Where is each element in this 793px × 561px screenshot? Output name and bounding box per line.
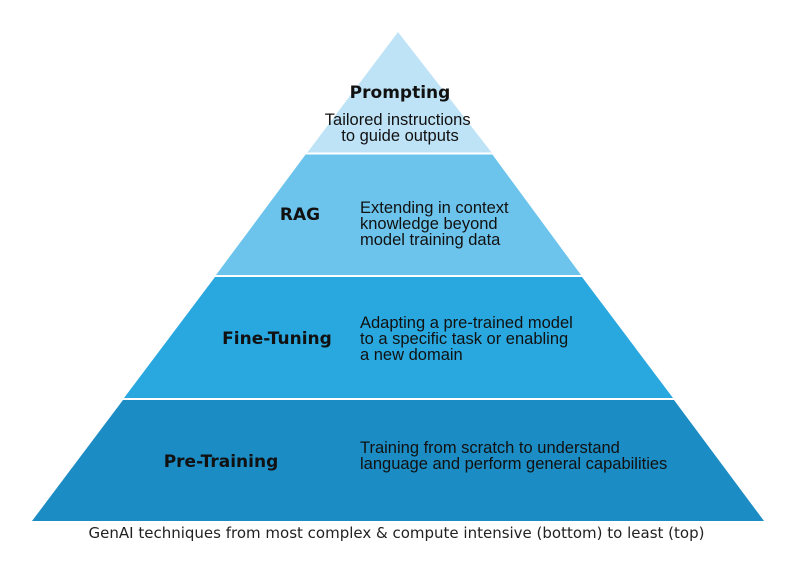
tier-prompting-shape (307, 32, 492, 153)
tier-fine-tuning-shape (124, 277, 673, 398)
tier-pre-training-title: Pre-Training (164, 452, 279, 472)
tier-fine-tuning-title: Fine-Tuning (222, 329, 332, 349)
tier-rag-description: Extending in context knowledge beyond mo… (360, 199, 513, 249)
tier-pre-training-shape (32, 400, 764, 521)
tier-prompting-description: Tailored instructions to guide outputs (325, 111, 475, 145)
tier-fine-tuning-description: Adapting a pre-trained model to a specif… (360, 314, 577, 364)
tier-rag-title: RAG (280, 205, 320, 225)
tier-rag-shape (216, 154, 581, 275)
tier-prompting-title: Prompting (350, 83, 451, 103)
tier-pre-training-description: Training from scratch to understand lang… (360, 439, 667, 473)
diagram-caption: GenAI techniques from most complex & com… (88, 524, 705, 542)
